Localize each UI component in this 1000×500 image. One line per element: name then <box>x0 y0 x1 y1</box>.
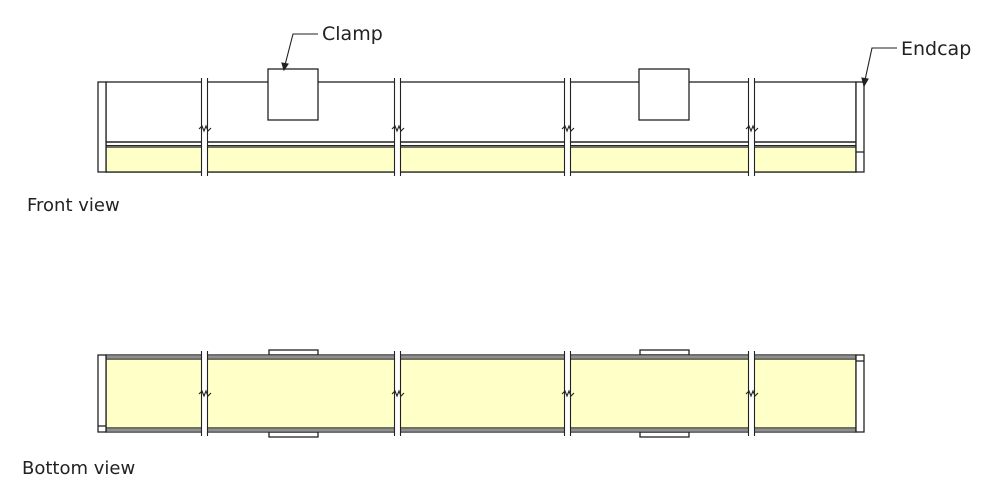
break-mark <box>561 78 575 176</box>
bottom-clamp-tab-top-right <box>639 349 690 356</box>
break-mark <box>745 351 759 436</box>
front-clamp-right <box>638 68 690 121</box>
front-break-marks <box>198 78 759 176</box>
break-mark <box>561 351 575 436</box>
clamp-label: Clamp <box>322 23 383 45</box>
break-mark <box>198 78 212 176</box>
bottom-lens <box>105 358 857 429</box>
clamp-callout <box>281 33 318 72</box>
bottom-clamp-tab-top-left <box>268 349 319 356</box>
front-clamp-left <box>267 68 319 121</box>
bottom-view-label: Bottom view <box>22 458 135 479</box>
endcap-leader-arrowhead <box>861 77 869 88</box>
endcap-label: Endcap <box>901 38 971 60</box>
break-mark <box>391 78 405 176</box>
clamp-leader-arrowhead <box>281 62 289 72</box>
endcap-callout <box>861 47 897 88</box>
front-right-endcap <box>855 81 865 173</box>
front-lens-strip <box>105 146 857 173</box>
bottom-right-endcap <box>855 354 865 433</box>
break-mark <box>198 351 212 436</box>
bottom-clamp-tab-bottom-left <box>268 431 319 438</box>
bottom-view <box>97 349 865 438</box>
front-view <box>97 68 865 173</box>
endcap-leader-line <box>864 47 897 81</box>
clamp-leader-line <box>284 33 318 66</box>
bottom-break-marks <box>198 351 759 436</box>
break-mark <box>745 78 759 176</box>
front-left-endcap <box>97 81 107 173</box>
bottom-clamp-tab-bottom-right <box>639 431 690 438</box>
bottom-left-endcap <box>97 354 107 433</box>
front-view-label: Front view <box>27 195 120 216</box>
break-mark <box>391 351 405 436</box>
